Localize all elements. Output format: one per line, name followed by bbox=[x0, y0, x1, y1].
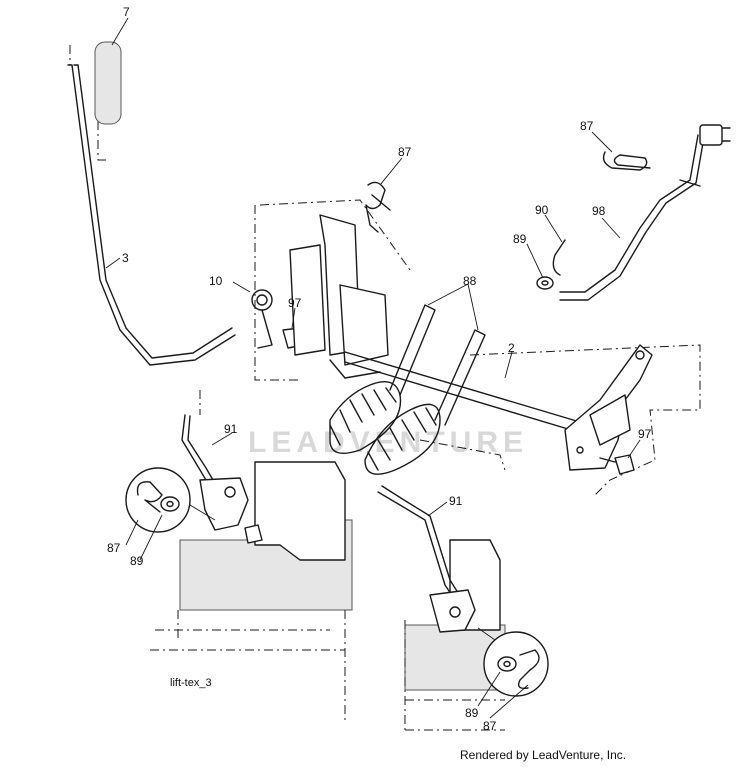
callout-washer-left: 89 bbox=[130, 554, 144, 568]
clip-90 bbox=[552, 239, 566, 276]
callout-lift-lever: 3 bbox=[122, 251, 129, 265]
callout-bolt-right: 97 bbox=[638, 427, 652, 441]
link-rod-right bbox=[377, 485, 476, 633]
frame-right bbox=[404, 539, 506, 731]
hairpin-clip-right bbox=[602, 151, 651, 171]
callout-lift-shaft: 2 bbox=[508, 341, 515, 355]
lift-shaft bbox=[344, 344, 701, 496]
detail-circle-left bbox=[125, 467, 216, 533]
center-bracket bbox=[254, 199, 411, 381]
right-bracket bbox=[564, 344, 653, 471]
callout-hairpin-bottom: 87 bbox=[483, 719, 497, 733]
credit-text: Rendered by LeadVenture, Inc. bbox=[460, 748, 627, 762]
callout-link-rod-left: 91 bbox=[224, 422, 238, 436]
bolt-right bbox=[599, 454, 635, 475]
adjust-rod bbox=[559, 124, 731, 301]
callout-spring-clip: 10 bbox=[209, 274, 223, 288]
spring-clip bbox=[251, 289, 273, 349]
callout-grip: 7 bbox=[123, 5, 130, 19]
callout-adjust-rod: 98 bbox=[592, 204, 606, 218]
callout-springs: 88 bbox=[463, 274, 477, 288]
lift-springs bbox=[329, 304, 486, 475]
figure-code: lift-tex_3 bbox=[170, 677, 212, 689]
link-rod-left bbox=[181, 390, 263, 544]
callout-washer-right: 89 bbox=[465, 706, 479, 720]
leader-lines bbox=[105, 17, 641, 719]
lift-lever bbox=[67, 41, 236, 366]
lever-grip bbox=[94, 41, 122, 125]
callout-washer-upper: 89 bbox=[513, 232, 527, 246]
callout-bolt-upper: 97 bbox=[288, 296, 302, 310]
callout-link-rod-right: 91 bbox=[449, 494, 463, 508]
washer-upper-right bbox=[536, 276, 554, 290]
frame-left bbox=[150, 461, 353, 720]
hairpin-clip-top bbox=[365, 181, 391, 233]
callout-hairpin-right: 87 bbox=[580, 119, 594, 133]
callout-hairpin-left: 87 bbox=[107, 541, 121, 555]
callout-clip-90: 90 bbox=[535, 203, 549, 217]
watermark: LEADVENTURE bbox=[248, 426, 528, 459]
callout-hairpin-top: 87 bbox=[398, 145, 412, 159]
